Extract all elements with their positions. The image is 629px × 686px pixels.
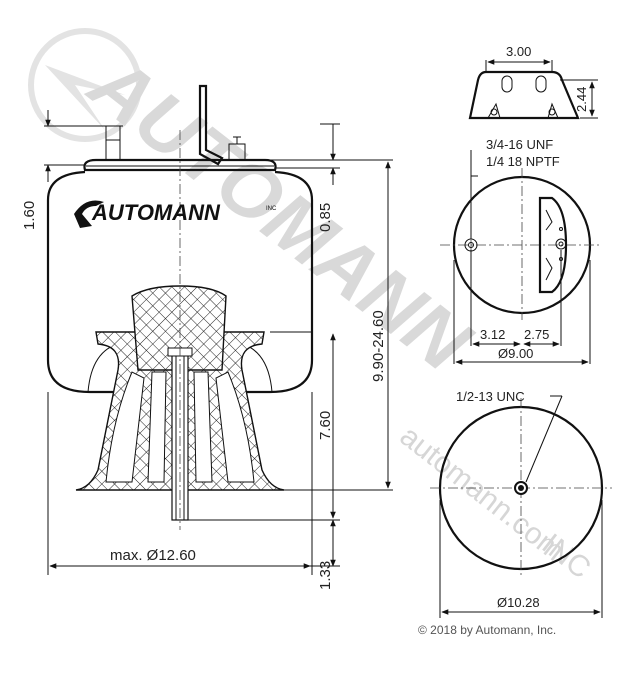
bottom-thread-label: 1/2-13 UNC bbox=[456, 389, 525, 404]
watermark: AUTOMANN automann.com INC bbox=[28, 28, 597, 585]
dim-max-diameter: max. Ø12.60 bbox=[110, 547, 196, 564]
dim-offset-right: 2.75 bbox=[524, 327, 549, 342]
bottom-view: 1/2-13 UNC Ø10.28 bbox=[430, 389, 612, 618]
logo-text: AUTOMANN bbox=[91, 200, 221, 225]
automann-logo-icon bbox=[74, 200, 104, 228]
thread-label-2: 1/4 18 NPTF bbox=[486, 154, 560, 169]
side-view: 1.60 0.85 9.90-24.60 7.60 1.33 max. Ø12.… bbox=[21, 84, 393, 590]
top-view: 3/4-16 UNF 1/4 18 NPTF 3.12 2.75 Ø9.00 bbox=[440, 137, 600, 365]
automann-logo: AUTOMANN INC bbox=[74, 200, 277, 228]
dim-height-range: 9.90-24.60 bbox=[370, 310, 387, 382]
dim-stud-length: 1.33 bbox=[317, 561, 334, 590]
dim-bottom-diameter: Ø10.28 bbox=[497, 595, 540, 610]
bracket-view: 3.00 2.44 bbox=[468, 44, 598, 120]
logo-inc: INC bbox=[266, 206, 277, 212]
dim-bracket-height: 2.44 bbox=[574, 87, 589, 112]
thread-label-1: 3/4-16 UNF bbox=[486, 137, 553, 152]
dim-top-diameter: Ø9.00 bbox=[498, 346, 533, 361]
dim-top-offset: 0.85 bbox=[317, 203, 334, 232]
dim-top-height: 1.60 bbox=[21, 201, 38, 230]
watermark-logo-icon bbox=[28, 28, 142, 142]
dim-bracket-width: 3.00 bbox=[506, 44, 531, 59]
dim-piston-height: 7.60 bbox=[317, 411, 334, 440]
dim-offset-left: 3.12 bbox=[480, 327, 505, 342]
copyright: © 2018 by Automann, Inc. bbox=[418, 623, 556, 637]
